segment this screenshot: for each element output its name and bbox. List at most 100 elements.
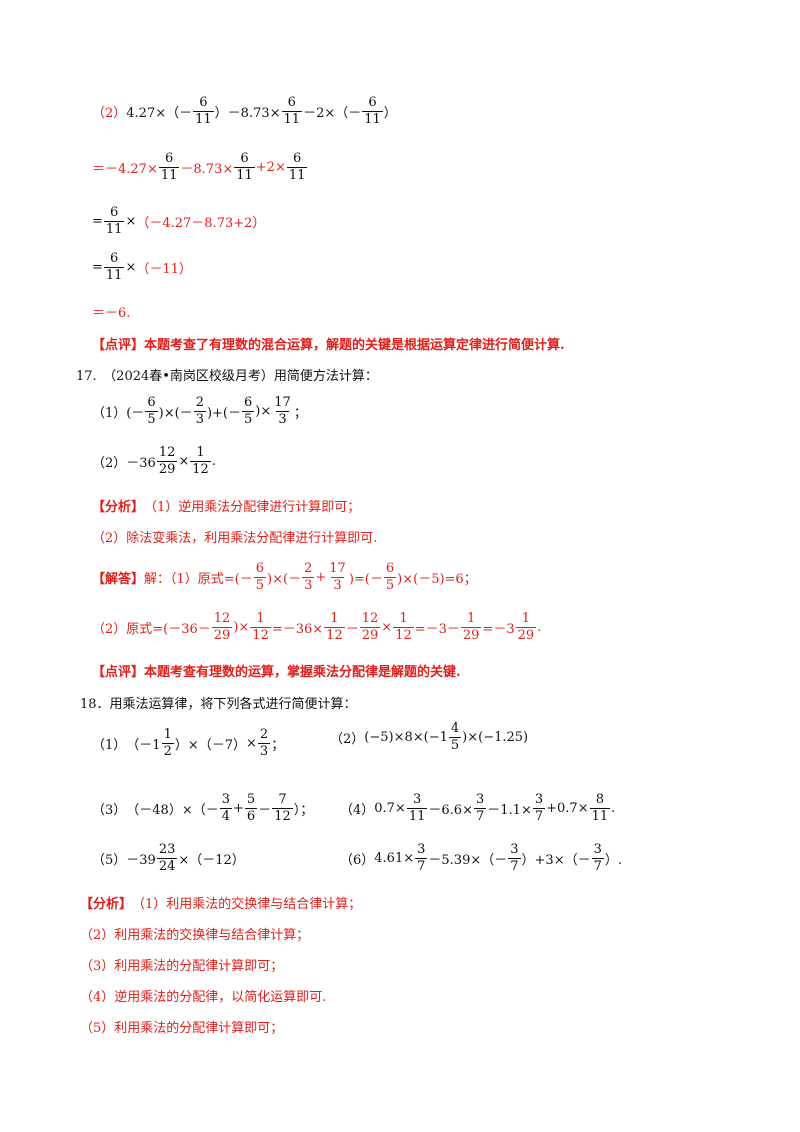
denominator: 29 — [460, 626, 482, 643]
expr-part: +2× — [255, 159, 286, 175]
expr-part: 4.27×（－ — [126, 105, 193, 121]
expr-part: + — [315, 569, 327, 585]
denominator: 12 — [190, 460, 211, 477]
denominator: 6 — [244, 807, 258, 824]
expr-part: 解：（1）原式=(－ — [144, 571, 253, 587]
numerator: 6 — [110, 205, 119, 220]
numerator: 3 — [510, 842, 519, 857]
p17-analysis-2: （2）除法变乘法，利用乘法分配律进行计算即可. — [92, 531, 378, 546]
comment-text: 本题考查有理数的运算，掌握乘法分配律是解题的关键. — [144, 665, 461, 680]
denominator: 11 — [362, 110, 383, 127]
expr-part: + — [233, 800, 244, 816]
expr-part: －5.39×（－ — [428, 852, 508, 868]
numerator: 3 — [534, 792, 544, 807]
denominator: 11 — [589, 807, 611, 824]
expr-part: ） — [383, 105, 397, 121]
denominator: 11 — [103, 220, 125, 237]
numerator: 3 — [475, 792, 485, 807]
expr-part: ）+3×（－ — [521, 852, 591, 868]
denominator: 11 — [103, 266, 125, 283]
expr-part: ＝－4.27× — [92, 161, 158, 177]
numerator: 5 — [246, 792, 256, 807]
comment-tag: 【点评】 — [92, 665, 145, 680]
expr-part: )× — [255, 403, 272, 419]
expr-part: －36 — [126, 455, 156, 471]
expr-part: . — [537, 619, 542, 635]
denominator: 11 — [158, 166, 180, 183]
numerator: 1 — [521, 611, 531, 626]
expr-part: 4.61× — [374, 850, 415, 866]
expr-part: × — [246, 735, 257, 751]
denominator: 3 — [331, 576, 344, 593]
expr-part: ）. — [604, 852, 623, 868]
numerator: 6 — [292, 151, 302, 166]
numerator: 6 — [368, 95, 377, 110]
p17-comment: 【点评】 本题考查有理数的运算，掌握乘法分配律是解题的关键. — [92, 661, 461, 680]
expr-part: +0.7× — [546, 800, 589, 816]
question-label: （3） — [92, 802, 127, 818]
denominator: 12 — [324, 626, 345, 643]
expr-part: =－3 — [482, 621, 515, 637]
expr-part: （－48）×（－ — [126, 802, 219, 818]
expr-part: = — [92, 259, 103, 275]
expr-part: ）－8.73× — [214, 105, 281, 121]
expr-part: －39 — [126, 852, 156, 868]
expr-part: － — [258, 802, 272, 818]
expr-part: ； — [293, 405, 307, 421]
analysis-tag: 【分析】 — [80, 897, 133, 912]
expr-part: )=(－ — [348, 571, 383, 587]
expr-part: 0.7× — [374, 800, 406, 816]
denominator: 7 — [473, 807, 487, 824]
expr-part: （－4.27－8.73+2） — [136, 215, 266, 231]
question-label: （4） — [340, 802, 375, 818]
numerator: 6 — [147, 395, 156, 410]
expr-part: )+(－ — [206, 405, 242, 421]
denominator: 29 — [156, 460, 178, 477]
numerator: 1 — [196, 445, 205, 460]
denominator: 11 — [286, 166, 308, 183]
expr-part: （－1 — [126, 737, 161, 753]
expr-part: )×(－5)=6； — [397, 571, 477, 587]
question-label: （1） — [92, 737, 127, 753]
expr-part: . — [611, 800, 616, 816]
numerator: 12 — [213, 611, 231, 626]
denominator: 11 — [406, 807, 428, 824]
expr-part: =－36× — [271, 621, 324, 637]
expr-part: － — [345, 621, 359, 637]
p17-analysis-1: 【分析】 （1）逆用乘法分配律进行计算即可； — [92, 496, 360, 515]
denominator: 3 — [257, 742, 271, 759]
denominator: 29 — [211, 626, 233, 643]
denominator: 24 — [156, 857, 178, 874]
expr-part: （2）原式=(－36－ — [92, 621, 211, 637]
numerator: 4 — [450, 721, 460, 736]
denominator: 5 — [145, 410, 158, 427]
